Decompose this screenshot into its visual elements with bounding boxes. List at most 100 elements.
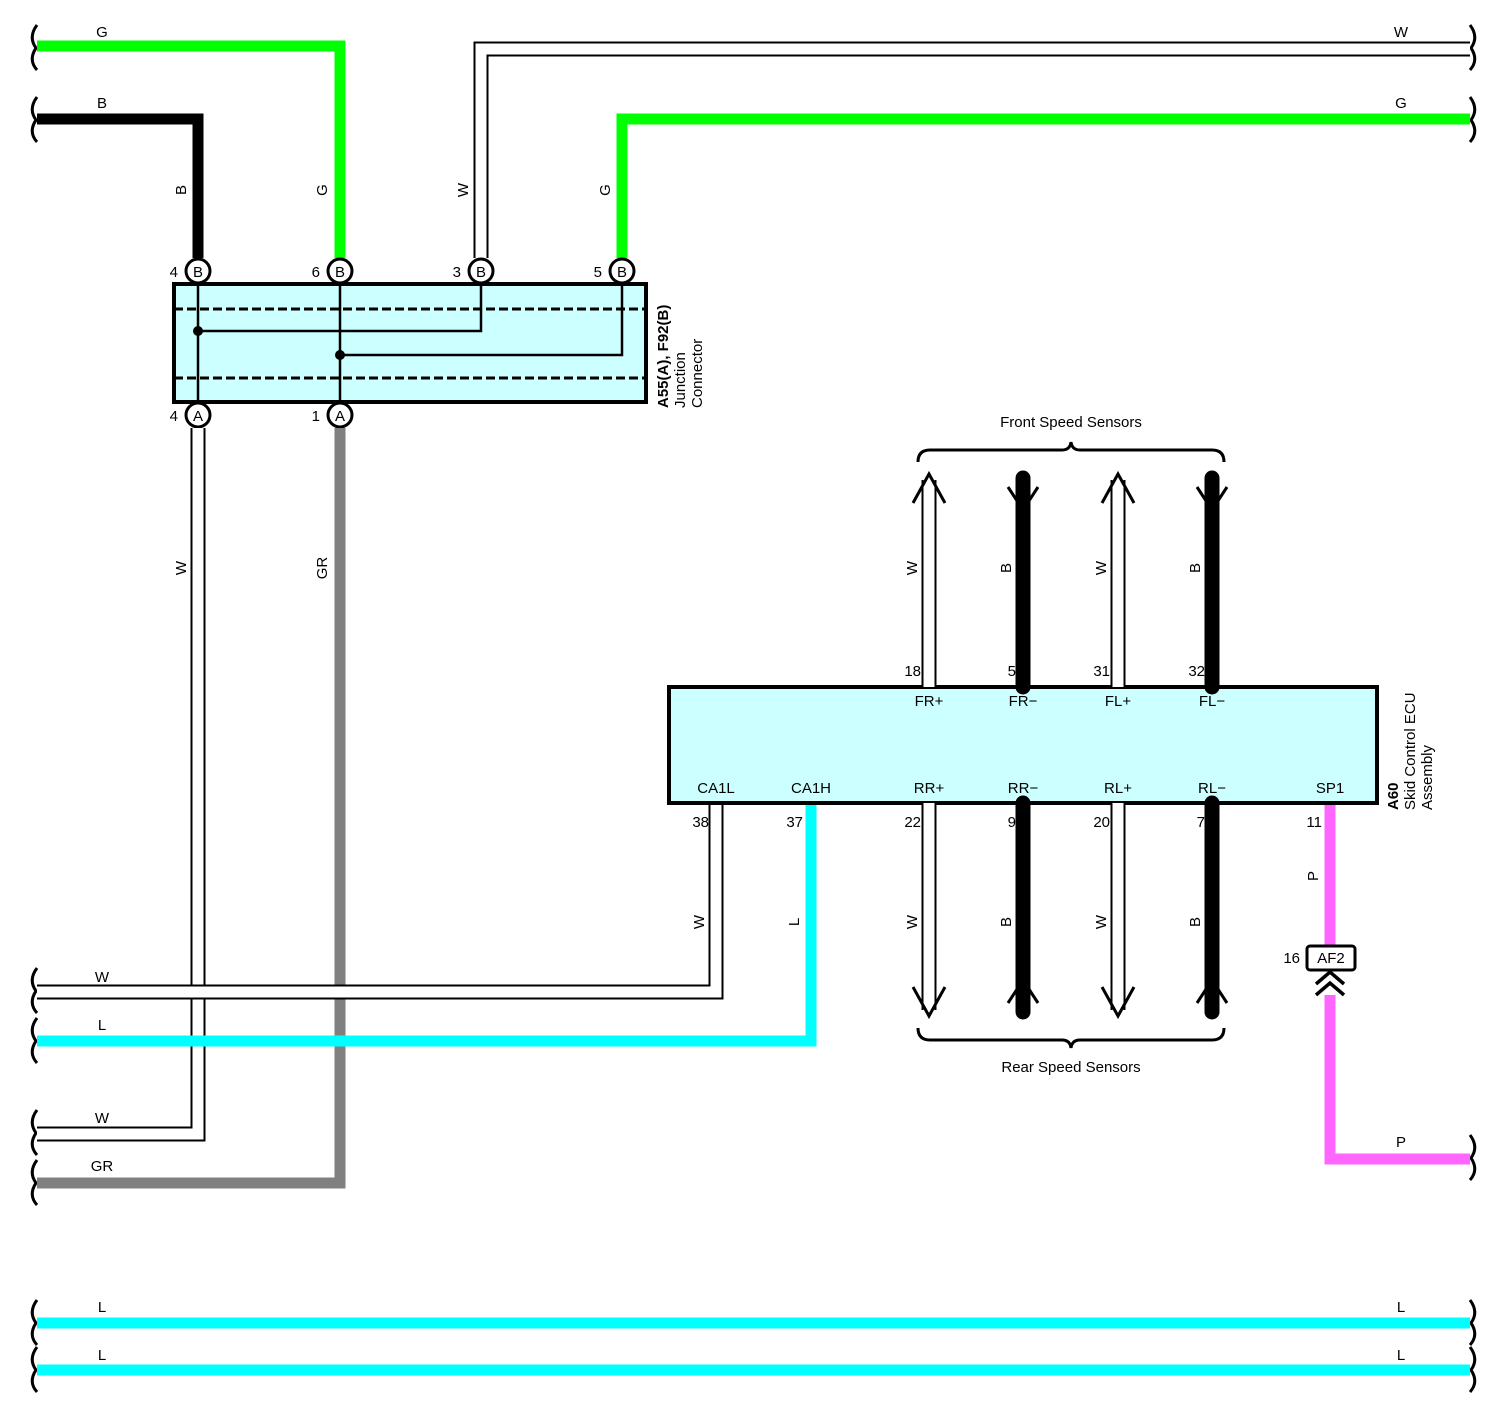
junction-code: A55(A), F92(B): [655, 305, 672, 408]
rear-sensors-brace: [916, 1027, 1226, 1049]
wire-label: W: [904, 560, 921, 575]
af2-connector-code: AF2: [1317, 950, 1345, 967]
wire-label: L: [1397, 1347, 1405, 1364]
wire-label: W: [1093, 914, 1110, 929]
wire-label: B: [1187, 563, 1204, 573]
wire-label: B: [998, 917, 1015, 927]
wire-label: P: [1396, 1134, 1406, 1151]
junction-pin-a-4: A 4: [170, 401, 212, 429]
svg-text:5: 5: [594, 264, 602, 281]
junction-pin-b-4: B 4: [170, 257, 212, 285]
terminal-ca1l: CA1L: [697, 780, 735, 797]
junction-name-2: Connector: [689, 339, 706, 408]
wire-label: L: [98, 1347, 106, 1364]
front-sensor-wire-fr-plus: [911, 470, 947, 687]
wire-p-sp1-lower: [1324, 995, 1470, 1165]
svg-text:4: 4: [170, 408, 178, 425]
junction-pin-a-1: A 1: [312, 401, 354, 429]
wire-label: B: [998, 563, 1015, 573]
terminal-rl-plus: RL+: [1104, 780, 1132, 797]
svg-text:B: B: [193, 264, 203, 281]
ecu-name-1: Skid Control ECU: [1402, 692, 1419, 810]
rear-speed-sensors-label: Rear Speed Sensors: [1001, 1059, 1140, 1076]
wire-label: L: [1397, 1299, 1405, 1316]
wire-label: B: [97, 95, 107, 112]
terminal-fl-minus: FL−: [1199, 693, 1226, 710]
wire-label: G: [314, 184, 331, 196]
rear-sensor-wire-rr-plus: [911, 803, 947, 1020]
wire-label: W: [691, 914, 708, 929]
wire-gr-down-from-1a: [37, 428, 346, 1189]
wire-label: W: [173, 560, 190, 575]
svg-text:A: A: [193, 408, 203, 425]
wire-label: L: [98, 1299, 106, 1316]
pin-32: 32: [1188, 663, 1205, 680]
wire-label: W: [95, 969, 110, 986]
chevron-up-icon: [1314, 969, 1346, 997]
wire-label: G: [597, 184, 614, 196]
wire-label: P: [1305, 871, 1322, 881]
terminal-sp1: SP1: [1316, 780, 1344, 797]
ecu-code: A60: [1385, 782, 1402, 810]
terminal-rr-plus: RR+: [914, 780, 945, 797]
junction-internal-wiring: [196, 284, 624, 402]
front-sensor-wire-fl-minus: [1195, 470, 1229, 695]
front-sensors-brace: [916, 441, 1226, 463]
af2-connector: [1305, 944, 1357, 972]
junction-name-1: Junction: [672, 352, 689, 408]
pin-11: 11: [1306, 814, 1322, 831]
front-sensor-wire-fl-plus: [1100, 470, 1136, 687]
wire-g-top-right: [616, 113, 1470, 258]
arrow-up-icon: [1100, 470, 1136, 504]
wire-l-ca1h: [37, 805, 817, 1047]
wire-label: W: [95, 1110, 110, 1127]
terminal-fr-minus: FR−: [1009, 693, 1038, 710]
svg-text:B: B: [476, 264, 486, 281]
wire-label: W: [1394, 24, 1409, 41]
rear-sensor-wire-rl-minus: [1195, 795, 1229, 1020]
svg-text:4: 4: [170, 264, 178, 281]
terminal-rr-minus: RR−: [1008, 780, 1039, 797]
wire-label: B: [173, 185, 190, 195]
wire-label: B: [1187, 917, 1204, 927]
pin-5: 5: [1008, 663, 1016, 680]
wire-label: GR: [314, 557, 331, 580]
pin-9: 9: [1008, 814, 1016, 831]
terminal-rl-minus: RL−: [1198, 780, 1226, 797]
junction-splice-dot: [193, 326, 203, 336]
wire-label: L: [786, 918, 803, 926]
wire-label: W: [455, 182, 472, 197]
arrow-up-icon: [1006, 977, 1040, 1004]
arrow-down-icon: [1100, 986, 1136, 1020]
pin-22: 22: [904, 814, 921, 831]
wire-label: W: [1093, 560, 1110, 575]
terminal-ca1h: CA1H: [791, 780, 831, 797]
pin-20: 20: [1093, 814, 1110, 831]
skid-control-ecu-body: [667, 685, 1379, 805]
svg-text:1: 1: [312, 408, 320, 425]
pin-37: 37: [786, 814, 803, 831]
wire-label: G: [1395, 95, 1407, 112]
pin-7: 7: [1197, 814, 1205, 831]
pin-38: 38: [692, 814, 709, 831]
wire-b-top-left: [37, 113, 204, 258]
junction-connector-body: [172, 282, 648, 404]
wire-label: L: [98, 1017, 106, 1034]
junction-pin-b-6: B 6: [312, 257, 354, 285]
pin-31: 31: [1093, 663, 1110, 680]
svg-text:A: A: [335, 408, 345, 425]
ecu-name-2: Assembly: [1419, 744, 1436, 810]
arrow-up-icon: [911, 470, 947, 504]
junction-pin-b-5: B 5: [594, 257, 636, 285]
terminal-fl-plus: FL+: [1105, 693, 1132, 710]
wire-g-top-left: [37, 40, 346, 258]
junction-label: A55(A), F92(B) Junction Connector: [655, 305, 706, 408]
rear-sensor-wire-rr-minus: [1006, 795, 1040, 1020]
arrow-down-icon: [1006, 486, 1040, 513]
arrow-up-icon: [1195, 977, 1229, 1004]
wire-label: W: [904, 914, 921, 929]
junction-pin-b-3: B 3: [453, 257, 495, 285]
wire-w-top-right: [473, 41, 1470, 258]
svg-text:B: B: [335, 264, 345, 281]
